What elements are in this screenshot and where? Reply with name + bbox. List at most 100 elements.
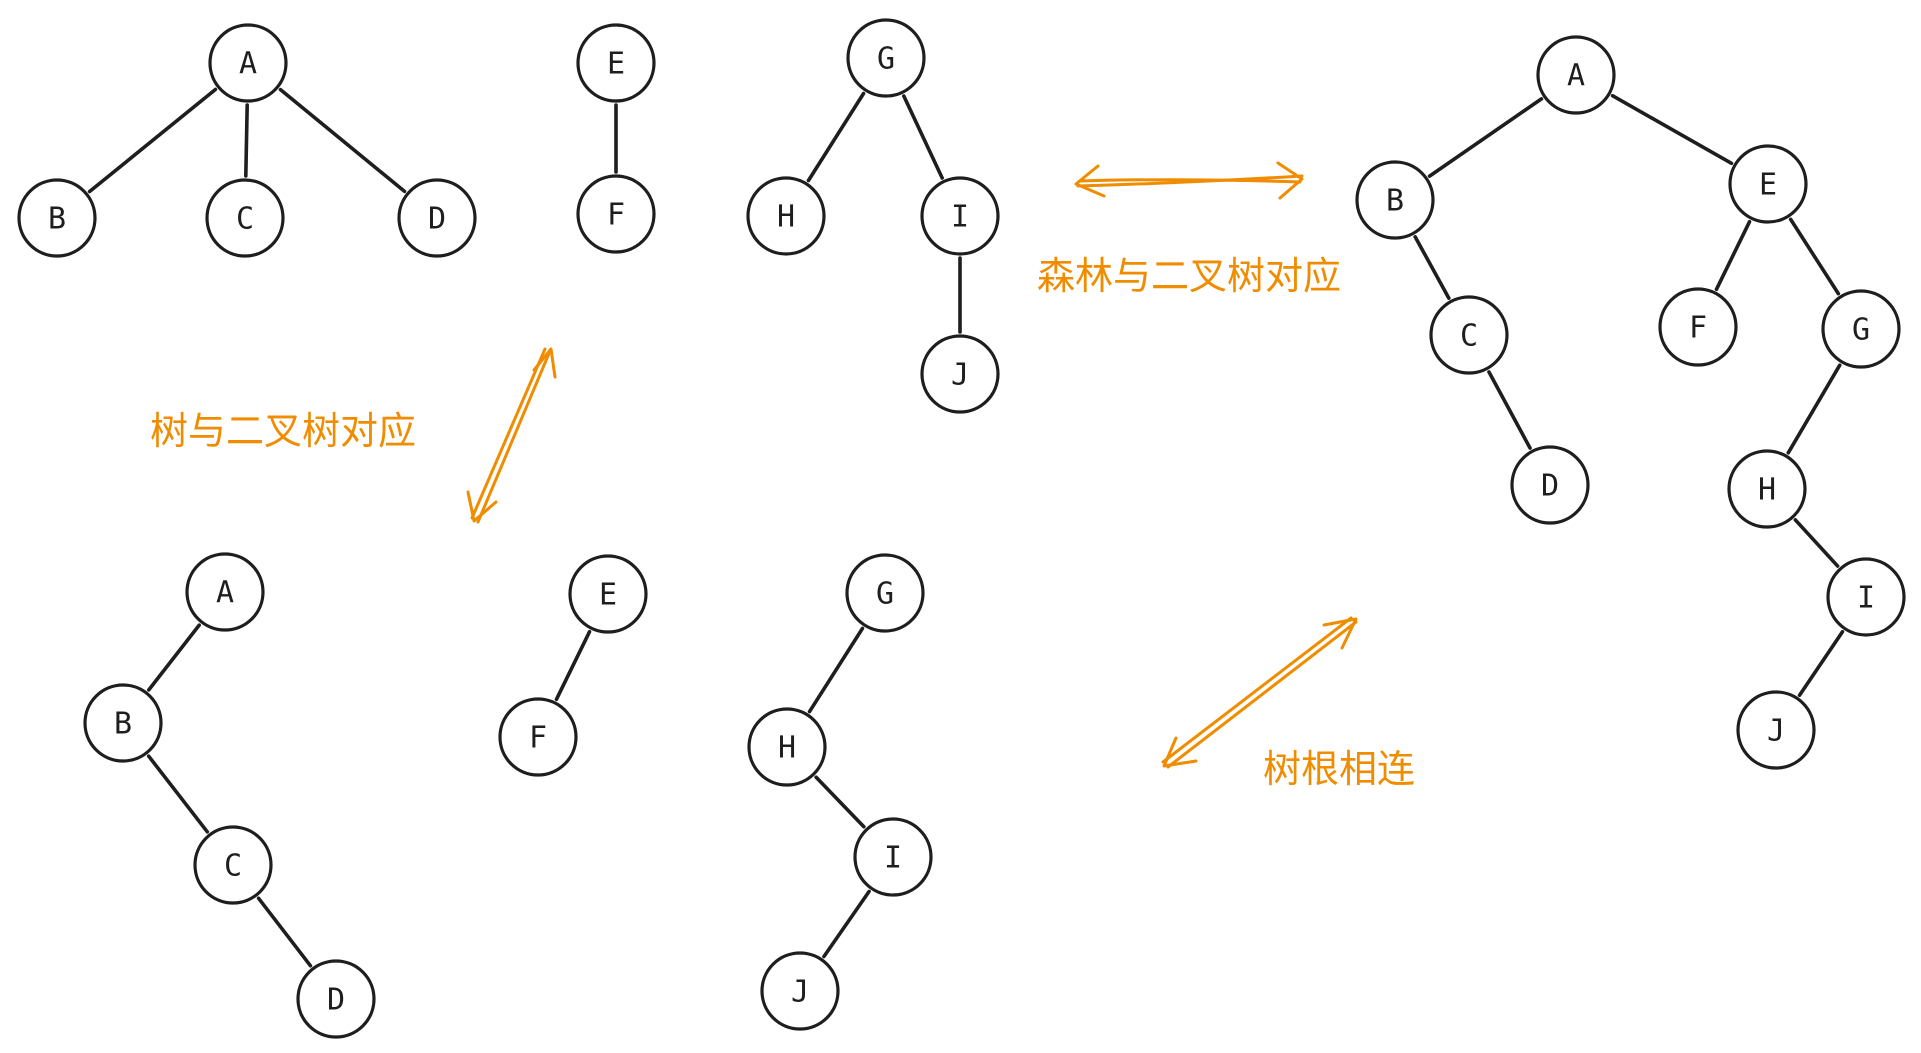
- node-merged-F: F: [1658, 287, 1738, 367]
- node-circle: [193, 825, 273, 905]
- edge-bin3_G-bin3_H: [807, 626, 865, 714]
- node-circle: [568, 554, 648, 634]
- edges-layer: [87, 87, 1845, 968]
- node-label: B: [1386, 184, 1404, 219]
- node-label: H: [778, 731, 796, 766]
- node-label: G: [1852, 313, 1870, 348]
- node-label: I: [1857, 581, 1875, 616]
- edge-merged_A-merged_E: [1610, 93, 1734, 166]
- edge-merged_A-merged_B: [1427, 97, 1544, 178]
- node-circle: [498, 697, 578, 777]
- node-merged-G: G: [1821, 289, 1901, 369]
- node-circle: [1429, 295, 1509, 375]
- edge-forest_G-forest_H: [806, 91, 866, 183]
- node-circle: [1826, 557, 1906, 637]
- edge-merged_G-merged_H: [1786, 363, 1842, 455]
- node-label: I: [951, 200, 969, 235]
- node-circle: [185, 552, 265, 632]
- link-roots-arrow: [1161, 616, 1358, 769]
- edge-forest_G-forest_I: [902, 94, 944, 180]
- node-label: J: [791, 975, 809, 1010]
- node-forest-C: C: [205, 178, 285, 258]
- edge-merged_B-merged_C: [1413, 235, 1451, 300]
- node-merged-I: I: [1826, 557, 1906, 637]
- node-label: D: [327, 983, 345, 1018]
- node-bin3-I: I: [853, 817, 933, 897]
- node-label: J: [951, 358, 969, 393]
- node-label: A: [1567, 59, 1585, 94]
- node-merged-J: J: [1736, 690, 1816, 770]
- node-circle: [1658, 287, 1738, 367]
- node-forest-D: D: [397, 178, 477, 258]
- node-label: I: [884, 841, 902, 876]
- arrows-layer: [466, 161, 1358, 769]
- edge-forest_A-forest_C: [244, 103, 249, 178]
- node-circle: [1727, 449, 1807, 529]
- node-merged-E: E: [1728, 144, 1808, 224]
- edge-merged_E-merged_F: [1714, 219, 1752, 292]
- node-circle: [576, 23, 656, 103]
- tree-binary-arrow: [466, 347, 557, 524]
- node-label: G: [877, 42, 895, 77]
- node-label: C: [224, 849, 242, 884]
- node-label: H: [1758, 473, 1776, 508]
- node-forest-B: B: [17, 178, 97, 258]
- edge-bin3_I-bin3_J: [822, 889, 871, 959]
- node-label: E: [1759, 168, 1777, 203]
- node-merged-H: H: [1727, 449, 1807, 529]
- node-bin1-A: A: [185, 552, 265, 632]
- node-circle: [17, 178, 97, 258]
- node-merged-D: D: [1510, 445, 1590, 525]
- node-circle: [1728, 144, 1808, 224]
- node-label: D: [428, 202, 446, 237]
- node-label: C: [1460, 319, 1478, 354]
- edge-bin2_E-bin2_F: [554, 629, 592, 702]
- node-circle: [1355, 160, 1435, 240]
- node-label: E: [599, 578, 617, 613]
- caption-forest-binary: 森林与二叉树对应: [1037, 254, 1342, 298]
- node-merged-C: C: [1429, 295, 1509, 375]
- caption-tree-binary: 树与二叉树对应: [150, 409, 417, 453]
- node-circle: [747, 707, 827, 787]
- edge-bin1_B-bin1_C: [146, 754, 210, 834]
- node-forest-E: E: [576, 23, 656, 103]
- node-label: A: [239, 47, 257, 82]
- node-label: B: [114, 707, 132, 742]
- node-label: F: [1689, 311, 1707, 346]
- edge-merged_H-merged_I: [1793, 518, 1840, 568]
- node-label: G: [876, 577, 894, 612]
- node-circle: [1736, 690, 1816, 770]
- node-circle: [397, 178, 477, 258]
- node-bin2-E: E: [568, 554, 648, 634]
- edge-bin1_A-bin1_B: [147, 623, 201, 692]
- node-circle: [296, 959, 376, 1039]
- node-circle: [1510, 445, 1590, 525]
- node-label: J: [1767, 714, 1785, 749]
- node-forest-A: A: [208, 23, 288, 103]
- node-label: F: [607, 198, 625, 233]
- node-circle: [760, 951, 840, 1031]
- edge-bin3_H-bin3_I: [814, 775, 866, 829]
- node-bin1-D: D: [296, 959, 376, 1039]
- node-label: B: [48, 202, 66, 237]
- node-bin1-C: C: [193, 825, 273, 905]
- node-circle: [853, 817, 933, 897]
- node-merged-B: B: [1355, 160, 1435, 240]
- node-merged-A: A: [1536, 35, 1616, 115]
- node-circle: [845, 553, 925, 633]
- node-bin3-H: H: [747, 707, 827, 787]
- edge-merged_C-merged_D: [1487, 370, 1532, 450]
- node-label: E: [607, 47, 625, 82]
- node-forest-G: G: [846, 18, 926, 98]
- node-circle: [1821, 289, 1901, 369]
- node-label: A: [216, 576, 234, 611]
- node-bin1-B: B: [83, 683, 163, 763]
- edge-forest_A-forest_D: [278, 87, 407, 194]
- node-circle: [920, 176, 1000, 256]
- edge-bin1_C-bin1_D: [256, 896, 313, 968]
- node-bin3-J: J: [760, 951, 840, 1031]
- node-label: H: [777, 200, 795, 235]
- caption-link-roots: 树根相连: [1263, 747, 1416, 791]
- node-circle: [208, 23, 288, 103]
